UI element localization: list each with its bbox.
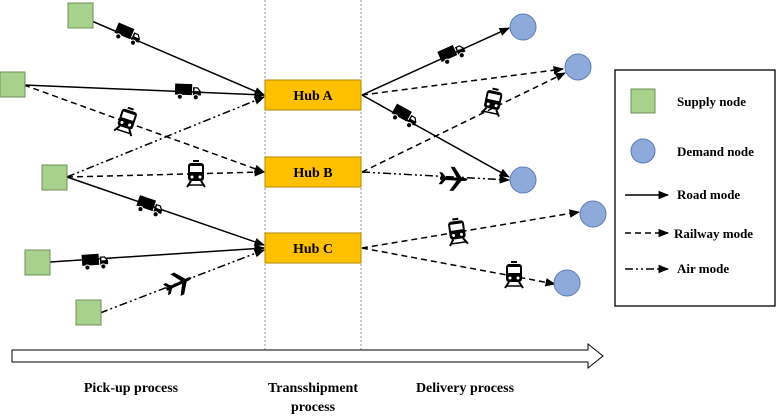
hub-b: Hub B (264, 156, 362, 188)
supply-node-1 (67, 2, 94, 29)
supply-node-5 (75, 299, 102, 326)
legend-supply-label: Supply node (677, 94, 746, 109)
pickup-process-label: Pick-up process (84, 381, 179, 396)
train-icon (445, 215, 469, 248)
supply-node-3 (41, 164, 68, 191)
railway-link-hubC-d4 (361, 209, 581, 249)
railway-link-hubC-d5 (361, 247, 557, 287)
railway-link-s3-hubB (66, 168, 266, 178)
air-link-s3-hubA (66, 96, 265, 178)
demand-node-1 (509, 13, 537, 41)
hub-c-label: Hub C (293, 242, 333, 257)
supply-node-4 (24, 249, 51, 276)
demand-node-2 (564, 53, 592, 81)
air-link-hubB-d3 (361, 171, 511, 184)
demand-node-5 (553, 269, 581, 297)
transshipment-process-label-line1: Transshipment (268, 381, 358, 396)
legend-supply-swatch (630, 88, 656, 114)
legend-air-label: Air mode (677, 261, 729, 276)
process-arrow (11, 342, 604, 370)
railway-link-s2-hubB (23, 84, 265, 173)
train-icon (186, 159, 206, 188)
transshipment-process-label-line2: process (291, 400, 336, 415)
truck-icon (134, 194, 166, 219)
truck-icon (388, 103, 421, 131)
road-link-s2-hubA (23, 84, 266, 99)
train-icon (504, 260, 524, 289)
airplane-icon (438, 166, 469, 192)
hub-a-label: Hub A (293, 89, 333, 104)
legend-road-label: Road mode (677, 187, 740, 202)
demand-node-3 (509, 166, 537, 194)
truck-icon (174, 83, 202, 101)
road-link-hubA-d1 (361, 27, 510, 96)
railway-link-hubB-d2 (361, 72, 566, 173)
railway-link-hubA-d2 (361, 66, 565, 96)
road-link-s3-hubC (66, 176, 265, 246)
demand-node-4 (579, 200, 607, 228)
legend: Supply node Demand node Road mode Railwa… (614, 69, 776, 307)
legend-demand-label: Demand node (677, 144, 754, 159)
airplane-icon (160, 266, 197, 301)
truck-icon (436, 40, 468, 67)
supply-node-2 (0, 71, 26, 98)
hub-b-label: Hub B (293, 166, 332, 181)
hub-a: Hub A (264, 79, 362, 111)
train-icon (113, 103, 141, 138)
delivery-process-label: Delivery process (416, 381, 515, 396)
truck-icon (112, 21, 144, 48)
hub-c: Hub C (264, 232, 362, 264)
legend-railway-label: Railway mode (674, 226, 753, 241)
truck-icon (81, 252, 110, 271)
train-icon (480, 85, 506, 118)
legend-demand-swatch (630, 138, 656, 164)
road-link-s1-hubA (79, 15, 265, 96)
